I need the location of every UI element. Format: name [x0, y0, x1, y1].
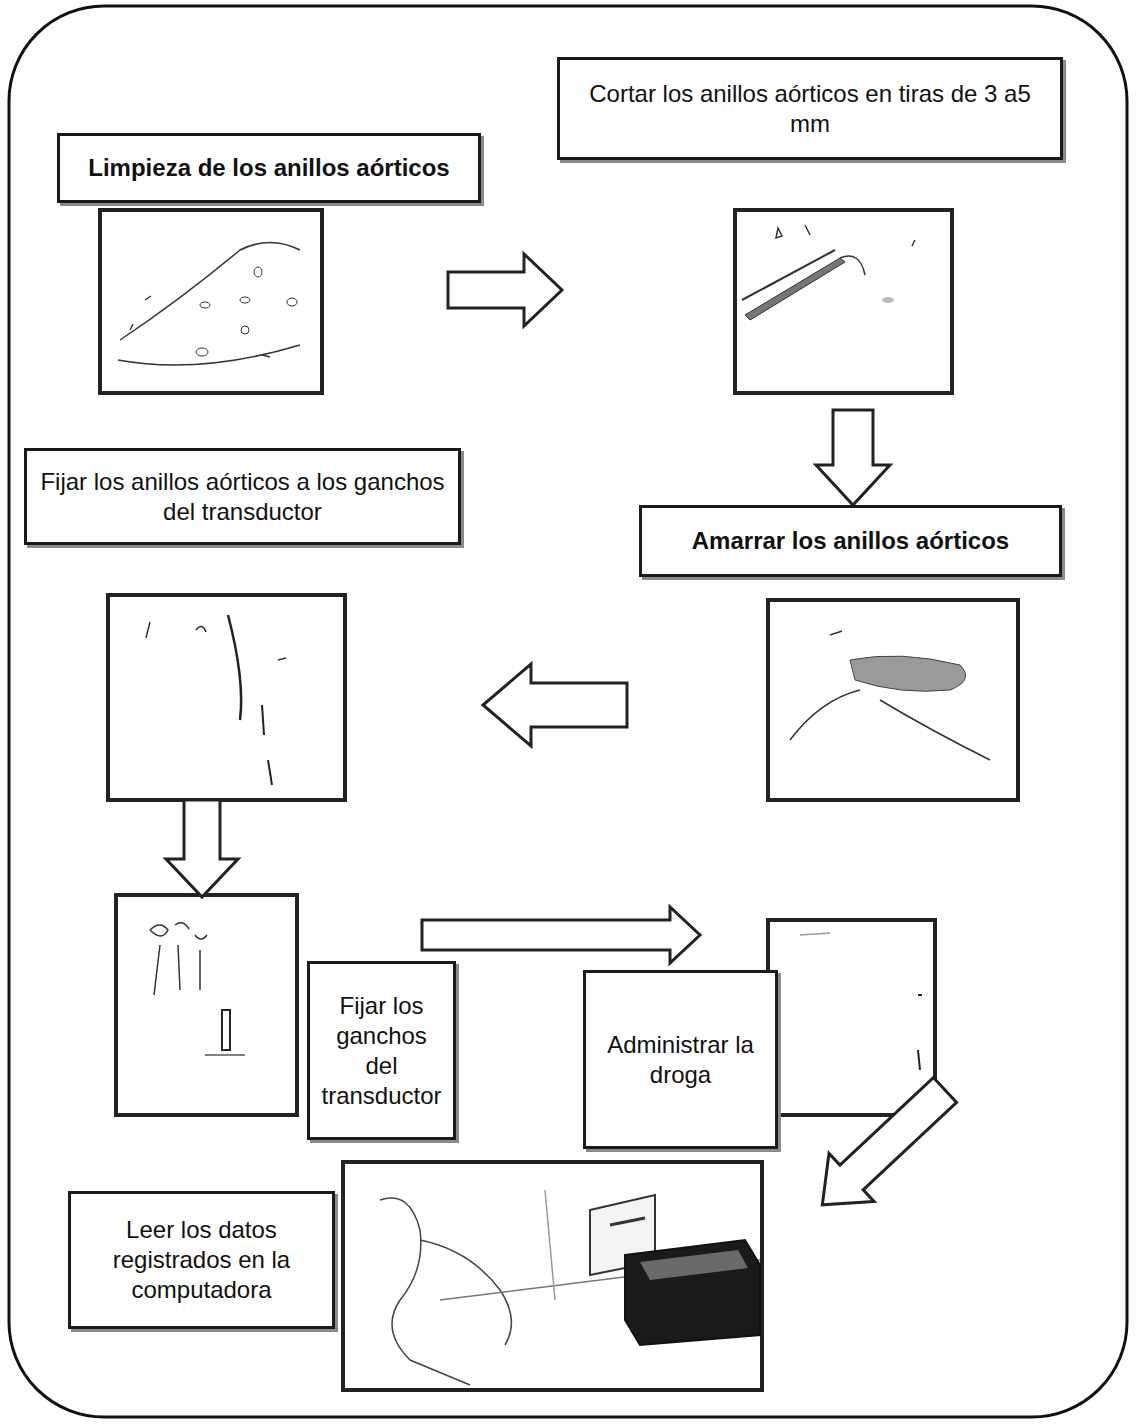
photo: [116, 895, 297, 1115]
process-box: Amarrar los anillos aórticos: [639, 505, 1062, 577]
ring: [254, 267, 262, 277]
sketch-line: [146, 622, 286, 660]
photo-frame: [343, 1162, 762, 1390]
photo-frame: [768, 600, 1018, 800]
block-arrow: [816, 410, 890, 505]
ring: [882, 297, 894, 303]
sketch-line: [130, 296, 270, 357]
photo-frame: [116, 895, 297, 1115]
photo-frame: [768, 920, 935, 1115]
scalpel: [745, 258, 845, 320]
hook-wire: [228, 615, 241, 720]
photo-frame: [735, 210, 952, 393]
photo: [768, 600, 1018, 800]
flow-arrows: [166, 254, 968, 1229]
sketch-line: [776, 225, 915, 246]
person: [380, 1198, 470, 1385]
sketch-line: [800, 933, 830, 935]
sketch-line: [790, 631, 990, 760]
sketch-line: [545, 1190, 555, 1300]
process-box: Leer los datos registrados en la computa…: [68, 1191, 335, 1329]
photo: [343, 1162, 762, 1390]
photo: [735, 210, 952, 393]
bath-tube: [222, 1010, 230, 1050]
device-top: [640, 1250, 748, 1280]
photo: [100, 210, 322, 393]
ring: [196, 348, 208, 356]
step-label: Administrar la droga: [594, 1030, 767, 1090]
photo: [768, 920, 935, 1115]
outer-frame: [9, 6, 1127, 1417]
sketch-line: [120, 243, 300, 341]
step-label: Limpieza de los anillos aórticos: [88, 153, 449, 183]
step-label: Cortar los anillos aórticos en tiras de …: [568, 79, 1052, 139]
support-rod: [154, 945, 200, 995]
step-label: Leer los datos registrados en la computa…: [79, 1215, 324, 1305]
sketch-line: [840, 256, 865, 275]
block-arrow: [422, 907, 700, 963]
sketch-line: [118, 345, 300, 365]
step-label: Fijar los ganchos del transductor: [318, 991, 445, 1111]
process-box: Fijar los ganchos del transductor: [307, 961, 456, 1140]
process-box: Fijar los anillos aórticos a los ganchos…: [24, 448, 461, 545]
sketch-line: [205, 1054, 245, 1056]
sketch-line: [918, 995, 922, 1070]
ring: [287, 298, 297, 306]
device: [625, 1240, 760, 1345]
monitor-screen: [610, 1218, 645, 1225]
block-arrow: [166, 800, 238, 897]
step-label: Amarrar los anillos aórticos: [692, 526, 1009, 556]
process-box: Administrar la droga: [583, 970, 778, 1149]
process-box: Cortar los anillos aórticos en tiras de …: [557, 57, 1063, 160]
ring: [200, 302, 210, 308]
ring: [240, 297, 250, 303]
photo-frame: [100, 210, 322, 393]
hook-wire: [262, 705, 272, 785]
step-label: Fijar los anillos aórticos a los ganchos…: [35, 467, 450, 527]
photo-frame: [108, 595, 345, 800]
process-box: Limpieza de los anillos aórticos: [57, 133, 481, 203]
photo: [108, 595, 345, 800]
block-arrow: [448, 254, 562, 326]
block-arrow: [800, 1066, 968, 1229]
hand: [850, 656, 966, 691]
transducer: [150, 923, 207, 939]
block-arrow: [483, 664, 627, 746]
ring: [241, 326, 249, 334]
